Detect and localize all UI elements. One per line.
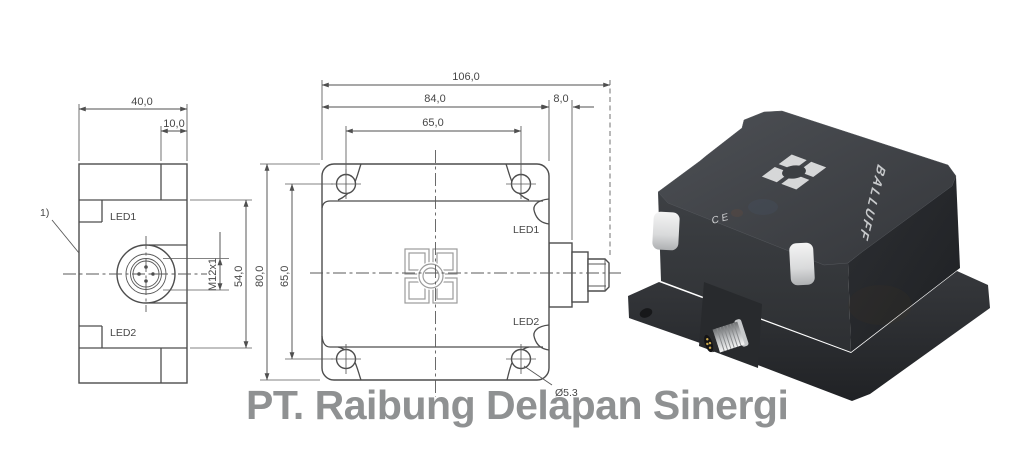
side-view-led2-notch <box>79 325 103 348</box>
front-view-connector-profile <box>548 242 610 308</box>
dim-total-width-label: 106,0 <box>452 71 480 83</box>
hole-diameter-label: Ø5.3 <box>555 387 578 399</box>
connector-pin <box>151 272 155 276</box>
body-front-face <box>658 192 851 352</box>
front-view-drawing: 106,0 84,0 8,0 65,0 80,0 65,0 LED1 LED2 … <box>254 71 621 399</box>
mounting-holes <box>331 169 536 374</box>
balluff-logo-mark <box>404 248 458 304</box>
reflection-highlight <box>748 199 778 215</box>
reflection-highlight <box>848 285 912 325</box>
hole-dia-leader <box>523 365 553 386</box>
led-corner-cap <box>789 242 815 286</box>
dim-thread-label: M12x1 <box>207 258 219 291</box>
dim-width-label: 40,0 <box>131 96 152 108</box>
side-led1-label: LED1 <box>110 211 136 223</box>
dim-hole-spacing-h-label: 65,0 <box>422 117 443 129</box>
footnote-marker: 1) <box>40 207 49 219</box>
dim-body-height-label: 80,0 <box>254 266 266 287</box>
plug-pin <box>706 342 709 346</box>
plug-pin <box>708 341 712 345</box>
reflection-highlight <box>731 209 743 217</box>
company-watermark: PT. Raibung Delapan Sinergi <box>246 382 788 428</box>
dim-hole-spacing-v-label: 65,0 <box>279 266 291 287</box>
dim-offset-label: 10,0 <box>163 118 184 130</box>
front-led2-lens <box>533 324 550 351</box>
front-led1-label: LED1 <box>513 224 539 236</box>
product-render-3d: BALLUFF CE <box>628 110 990 401</box>
front-led1-lens <box>533 198 550 225</box>
flange-hole <box>639 308 653 318</box>
plug-pin <box>706 338 709 341</box>
mounting-flange <box>628 271 990 401</box>
ce-mark: CE <box>711 211 731 227</box>
body-top-face <box>657 110 957 266</box>
dim-connector-label: 8,0 <box>553 93 568 105</box>
m12-plug <box>704 319 749 353</box>
dim-body-width-label: 84,0 <box>424 93 445 105</box>
plug-pin <box>708 346 712 349</box>
front-led2-label: LED2 <box>513 316 539 328</box>
side-view-led1-notch <box>79 200 103 223</box>
note-leader-line <box>51 219 80 254</box>
side-view-drawing: 40,0 10,0 M12x1 54,0 LED1 LED2 1) <box>40 96 252 384</box>
body-right-face <box>848 176 960 352</box>
led-corner-cap <box>652 211 680 251</box>
side-led2-label: LED2 <box>110 327 136 339</box>
dim-inner-height-label: 54,0 <box>233 266 245 287</box>
render-logo-mark <box>761 154 827 190</box>
connector-pin <box>144 279 148 283</box>
